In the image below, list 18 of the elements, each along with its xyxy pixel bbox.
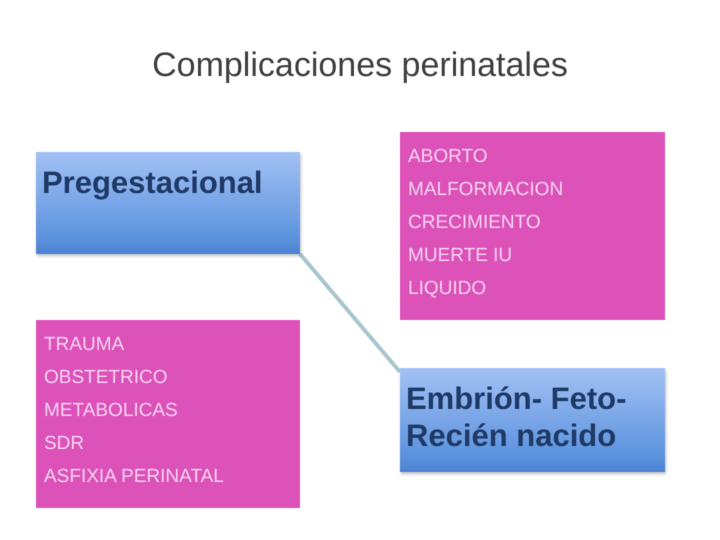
list-item: ABORTO	[408, 145, 489, 169]
stage-box	[400, 368, 665, 472]
list-item: TRAUMA	[44, 333, 126, 357]
list-item: METABOLICAS	[44, 399, 179, 423]
list-box	[36, 320, 300, 508]
list-item: ASFIXIA PERINATAL	[44, 465, 225, 489]
stage-label: Embrión- Feto- Recién nacido	[405, 380, 628, 456]
list-item: MUERTE IU	[408, 244, 514, 268]
stage-label: Pregestacional	[41, 164, 264, 202]
title: Complicaciones perinatales	[151, 46, 569, 85]
list-box	[400, 132, 665, 320]
connector-line	[298, 252, 402, 374]
list-item: OBSTETRICO	[44, 366, 169, 390]
list-item: CRECIMIENTO	[408, 211, 542, 235]
list-item: MALFORMACION	[408, 178, 564, 202]
list-item: LIQUIDO	[408, 277, 488, 301]
list-item: SDR	[44, 432, 86, 456]
stage-box	[36, 152, 300, 254]
